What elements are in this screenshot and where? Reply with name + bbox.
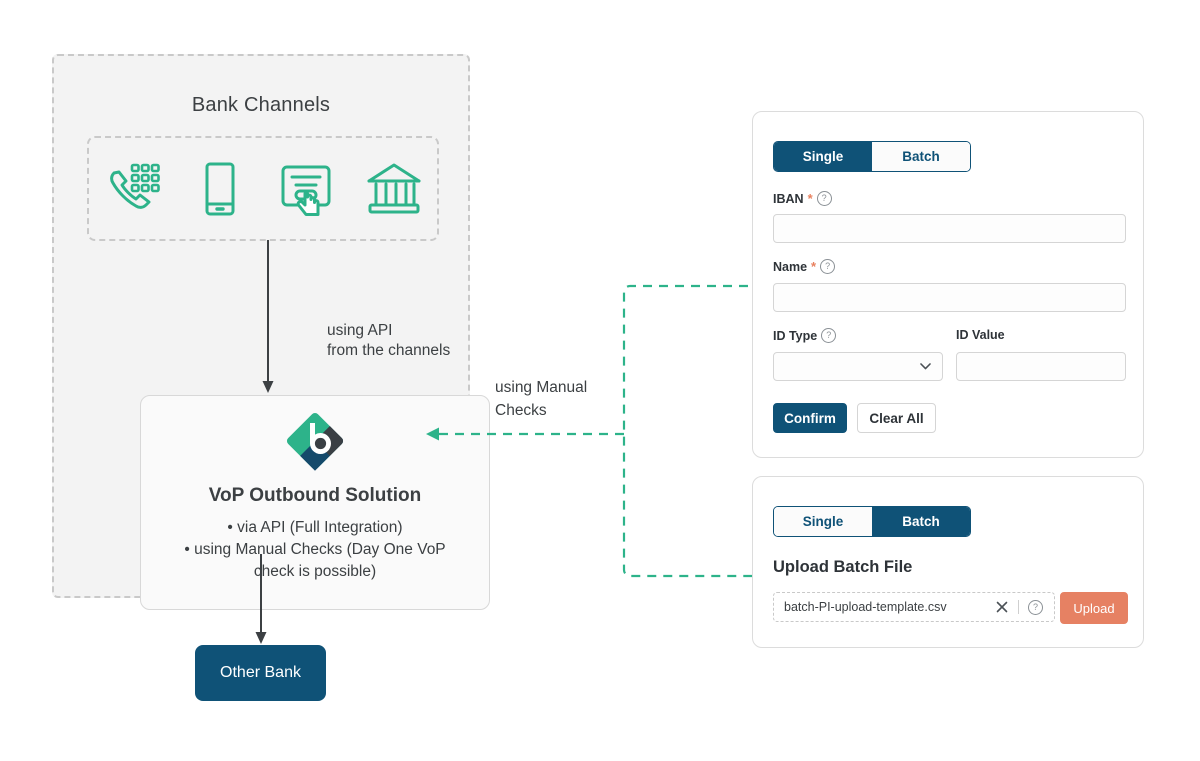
- phone-keypad-icon: [109, 163, 160, 209]
- tab-batch[interactable]: Batch: [872, 142, 970, 171]
- id-value-label-text: ID Value: [956, 328, 1005, 342]
- file-help-icon[interactable]: ?: [1028, 599, 1043, 615]
- id-type-help-icon[interactable]: ?: [821, 328, 837, 343]
- single-card-tab-group: Single Batch: [773, 141, 971, 172]
- name-help-icon[interactable]: ?: [820, 259, 836, 274]
- id-value-input[interactable]: [956, 352, 1126, 381]
- file-name-text: batch-PI-upload-template.csv: [784, 600, 947, 614]
- divider: [1018, 600, 1019, 614]
- iban-label: IBAN * ?: [773, 191, 832, 206]
- api-flow-label: using API from the channels: [327, 322, 451, 359]
- other-bank-flow-arrow: [255, 554, 267, 644]
- batch-card-tab-group: Single Batch: [773, 506, 971, 537]
- iban-input[interactable]: [773, 214, 1126, 243]
- mobile-phone-icon: [205, 162, 234, 215]
- bank-channels-title: Bank Channels: [191, 94, 331, 116]
- manual-checks-label: using Manual Checks: [495, 379, 588, 419]
- vop-diamond-logo: [286, 412, 344, 471]
- api-flow-arrow: [262, 240, 274, 393]
- file-input-row[interactable]: batch-PI-upload-template.csv ?: [773, 592, 1055, 622]
- online-banking-click-icon: [281, 165, 330, 216]
- iban-label-text: IBAN: [773, 191, 804, 206]
- vop-bullet-2: check is possible): [253, 563, 377, 580]
- upload-batch-file-title: Upload Batch File: [773, 558, 913, 576]
- id-type-label: ID Type ?: [773, 328, 837, 343]
- confirm-button[interactable]: Confirm: [773, 403, 847, 433]
- vop-bullet-1: • using Manual Checks (Day One VoP: [184, 541, 446, 558]
- id-type-label-text: ID Type: [773, 328, 818, 343]
- tab-single-batch-card[interactable]: Single: [774, 507, 872, 536]
- single-check-card: Single Batch IBAN * ? Name * ? ID Type ?…: [752, 111, 1144, 458]
- iban-help-icon[interactable]: ?: [816, 191, 832, 206]
- iban-required-asterisk: *: [807, 191, 813, 206]
- vop-bullets: • via API (Full Integration) • using Man…: [157, 517, 473, 583]
- name-label: Name * ?: [773, 259, 836, 274]
- vop-outbound-solution-box: VoP Outbound Solution • via API (Full In…: [140, 395, 490, 610]
- tab-single[interactable]: Single: [774, 142, 872, 171]
- id-type-select[interactable]: [773, 352, 943, 381]
- tab-batch-batch-card[interactable]: Batch: [872, 507, 970, 536]
- vop-title: VoP Outbound Solution: [208, 485, 422, 506]
- name-required-asterisk: *: [811, 259, 817, 274]
- name-input[interactable]: [773, 283, 1126, 312]
- other-bank-node: Other Bank: [195, 645, 326, 701]
- vop-bullet-0: • via API (Full Integration): [227, 519, 403, 536]
- bank-channels-panel: Bank Channels: [52, 54, 490, 610]
- close-icon[interactable]: [995, 600, 1009, 614]
- chevron-down-icon: [920, 363, 931, 370]
- id-value-label: ID Value: [956, 328, 1005, 342]
- bank-building-icon: [367, 163, 420, 213]
- clear-all-button[interactable]: Clear All: [857, 403, 936, 433]
- batch-upload-card: Single Batch Upload Batch File batch-PI-…: [752, 476, 1144, 648]
- channels-icon-group: [87, 136, 439, 241]
- name-label-text: Name: [773, 259, 808, 274]
- upload-button[interactable]: Upload: [1060, 592, 1128, 624]
